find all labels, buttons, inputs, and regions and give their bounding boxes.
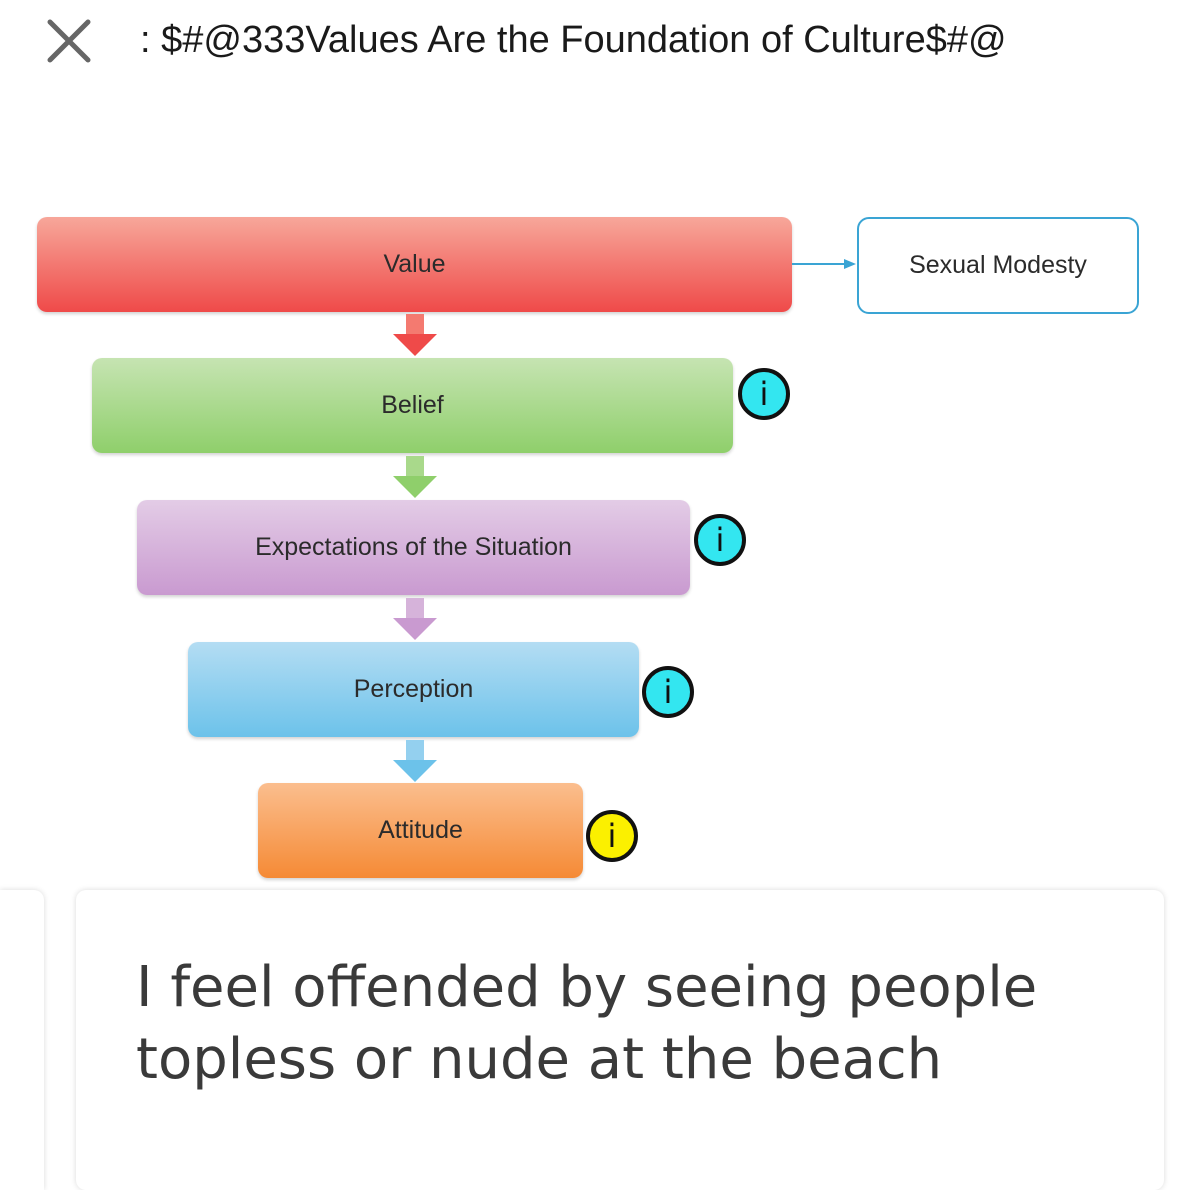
close-icon xyxy=(47,19,91,63)
close-button[interactable] xyxy=(40,12,98,70)
value-box: Value xyxy=(37,217,792,312)
statement-card[interactable]: I feel offended by seeing people topless… xyxy=(76,890,1164,1190)
attitude-info-icon[interactable]: i xyxy=(586,810,638,862)
attitude-box: Attitude xyxy=(258,783,583,878)
page-title: : $#@333Values Are the Foundation of Cul… xyxy=(140,19,1007,61)
expectations-info-icon[interactable]: i xyxy=(694,514,746,566)
down-arrow-purple xyxy=(393,598,437,640)
down-arrow-green xyxy=(393,456,437,498)
belief-box: Belief xyxy=(92,358,733,453)
down-arrow-blue xyxy=(393,740,437,782)
expectations-box: Expectations of the Situation xyxy=(137,500,690,595)
previous-card[interactable] xyxy=(0,890,44,1190)
statement-text: I feel offended by seeing people topless… xyxy=(136,955,1038,1092)
perception-box: Perception xyxy=(188,642,639,737)
sexual-modesty-box: Sexual Modesty xyxy=(857,217,1139,314)
perception-info-icon[interactable]: i xyxy=(642,666,694,718)
belief-info-icon[interactable]: i xyxy=(738,368,790,420)
connector-arrow xyxy=(792,259,856,269)
down-arrow-red xyxy=(393,314,437,356)
